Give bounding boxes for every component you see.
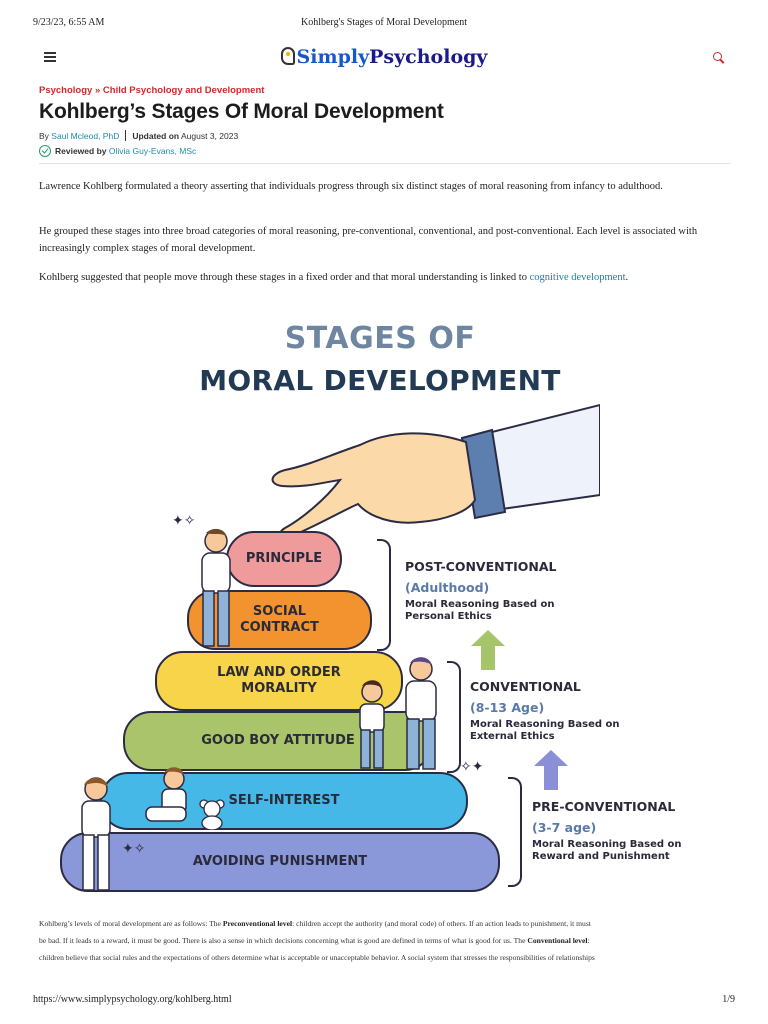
- infographic-title-line2: MORAL DEVELOPMENT: [199, 364, 561, 397]
- reviewed-label: Reviewed by: [55, 146, 107, 156]
- check-circle-icon: [39, 145, 51, 157]
- caption-text: Kohlberg’s levels of moral development a…: [39, 919, 223, 928]
- breadcrumb-psychology[interactable]: Psychology: [39, 85, 93, 96]
- hand-illustration: [271, 403, 600, 539]
- adult-figure-top: [201, 528, 231, 647]
- stage-label: SELF-INTEREST: [228, 793, 340, 808]
- pre-conventional-title: PRE-CONVENTIONAL: [532, 799, 676, 814]
- p3-end: .: [625, 272, 629, 283]
- site-header: SimplyPsychology: [33, 44, 735, 74]
- caption-line-3: children believe that social rules and t…: [39, 953, 595, 962]
- byline: By Saul Mcleod, PhD Updated on August 3, …: [39, 130, 238, 141]
- hamburger-menu-icon[interactable]: [44, 52, 56, 62]
- print-page-number: 1/9: [722, 994, 735, 1005]
- stage-label: GOOD BOY ATTITUDE: [201, 733, 355, 748]
- header-divider: [39, 163, 731, 164]
- stage-label: PRINCIPLE: [245, 551, 323, 566]
- caption-text: be bad. If it leads to a reward, it must…: [39, 936, 528, 945]
- logo-psychology: Psychology: [369, 46, 488, 68]
- brain-head-icon: [280, 47, 295, 65]
- by-label: By: [39, 131, 49, 141]
- print-footer: https://www.simplypsychology.org/kohlber…: [33, 994, 735, 1005]
- moral-development-infographic: STAGES OF MORAL DEVELOPMENT AVOIDING PUN…: [50, 305, 710, 900]
- intro-paragraph-2: He grouped these stages into three broad…: [39, 226, 698, 254]
- stage-label: LAW AND ORDER MORALITY: [217, 665, 341, 696]
- caption-line-1: Kohlberg’s levels of moral development a…: [39, 915, 729, 932]
- post-conventional-desc: Moral Reasoning Based on Personal Ethics: [405, 599, 555, 622]
- sparkle-icon: ✧✦: [460, 759, 484, 775]
- byline-divider: [125, 130, 127, 141]
- caption-bold: Preconventional level: [222, 919, 293, 928]
- updated-date: August 3, 2023: [181, 131, 239, 141]
- p3-text: Kohlberg suggested that people move thro…: [39, 272, 530, 283]
- updated-label: Updated on: [132, 131, 180, 141]
- stage-principle: PRINCIPLE: [226, 531, 342, 587]
- print-url: https://www.simplypsychology.org/kohlber…: [33, 994, 232, 1005]
- caption-bold: Conventional level: [527, 936, 588, 945]
- search-icon[interactable]: [713, 52, 725, 64]
- conventional-age: (8-13 Age): [470, 700, 545, 715]
- sparkle-icon: ✦✧: [122, 841, 146, 857]
- pre-conventional-age: (3-7 age): [532, 820, 597, 835]
- post-conventional-title: POST-CONVENTIONAL: [405, 559, 557, 574]
- caption-line-2: be bad. If it leads to a reward, it must…: [39, 932, 729, 949]
- reviewed-by: Reviewed by Olivia Guy-Evans, MSc: [39, 145, 196, 157]
- breadcrumb-separator: »: [94, 85, 101, 96]
- post-conventional-age: (Adulthood): [405, 580, 490, 595]
- intro-paragraph-1: Lawrence Kohlberg formulated a theory as…: [39, 181, 663, 192]
- pre-conventional-brace: [508, 777, 522, 887]
- child-figure-middle: [359, 680, 385, 769]
- conventional-desc: Moral Reasoning Based on External Ethics: [470, 719, 620, 742]
- site-logo[interactable]: SimplyPsychology: [33, 46, 735, 68]
- infographic-title-line1: STAGES OF: [284, 321, 476, 356]
- author-link[interactable]: Saul Mcleod, PhD: [51, 131, 120, 141]
- cognitive-development-link[interactable]: cognitive development: [529, 272, 626, 283]
- reviewer-link[interactable]: Olivia Guy-Evans, MSc: [108, 146, 197, 156]
- print-title: Kohlberg's Stages of Moral Development: [300, 17, 468, 28]
- page-title: Kohlberg’s Stages Of Moral Development: [39, 100, 444, 123]
- caption-text: : children accept the authority (and mor…: [292, 919, 591, 928]
- conventional-brace: [447, 661, 461, 773]
- stage-label: AVOIDING PUNISHMENT: [192, 854, 368, 869]
- conventional-title: CONVENTIONAL: [470, 679, 581, 694]
- print-date: 9/23/23, 6:55 AM: [33, 17, 105, 28]
- up-arrow-purple-icon: [534, 750, 568, 790]
- stage-law-and-order: LAW AND ORDER MORALITY: [155, 651, 403, 711]
- caption-text: :: [587, 936, 590, 945]
- sparkle-icon: ✦✧: [172, 513, 196, 529]
- print-header: 9/23/23, 6:55 AM Kohlberg's Stages of Mo…: [33, 17, 735, 29]
- logo-simply: Simply: [296, 46, 370, 68]
- pre-conventional-desc: Moral Reasoning Based on Reward and Puni…: [532, 839, 682, 862]
- intro-paragraph-3: Kohlberg suggested that people move thro…: [39, 269, 707, 286]
- adult-figure-right: [405, 657, 437, 770]
- breadcrumb-child-psychology[interactable]: Child Psychology and Development: [102, 85, 265, 96]
- post-conventional-brace: [377, 539, 391, 651]
- infographic-caption: Kohlberg’s levels of moral development a…: [39, 915, 729, 966]
- child-figure-left: [81, 777, 111, 891]
- breadcrumb: Psychology » Child Psychology and Develo…: [39, 85, 264, 96]
- stage-label: SOCIAL CONTRACT: [240, 604, 319, 635]
- stage-avoiding-punishment: AVOIDING PUNISHMENT: [60, 832, 500, 892]
- teddy-bear-icon: [199, 799, 225, 830]
- child-sitting-figure: [145, 767, 187, 822]
- up-arrow-green-icon: [471, 630, 505, 670]
